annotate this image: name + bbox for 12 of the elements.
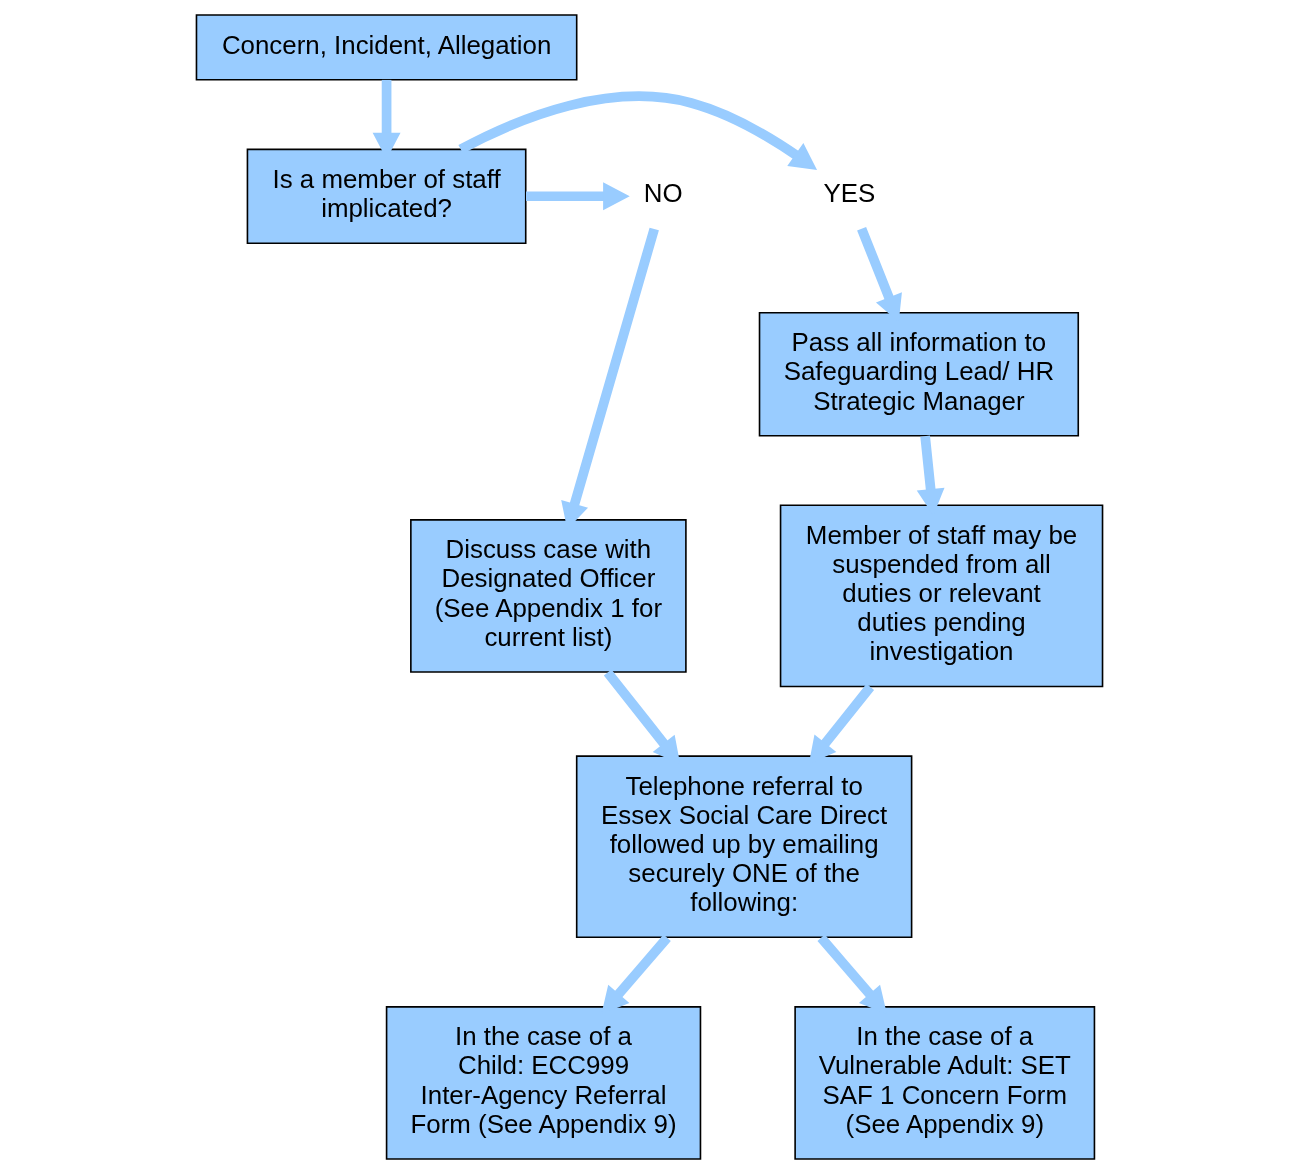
node-box: Is a member of staff implicated? (246, 148, 527, 244)
node-box: In the case of a Child: ECC999 Inter-Agency Referral Form (See Appendix 9) (385, 1006, 702, 1160)
node-box: Telephone referral to Essex Social Care Direct followed up by emailing securely ONE of the following: (575, 755, 913, 939)
arrow (526, 182, 630, 211)
node-box: In the case of a Vulnerable Adult: SET SAF 1 Concern Form (See Appendix 9) (794, 1006, 1096, 1160)
node-box: Member of staff may be suspended from all duties or relevant duties pending investigation (779, 504, 1104, 688)
node-box: Pass all information to Safeguarding Lead/ HR Strategic Manager (758, 311, 1080, 437)
node-text: YES (823, 179, 876, 208)
node-box: Discuss case with Designated Officer (See Appendix 1 for current list) (410, 519, 687, 673)
node-box: Concern, Incident, Allegation (195, 14, 578, 81)
node-text: NO (643, 179, 683, 208)
arrow (458, 91, 818, 170)
